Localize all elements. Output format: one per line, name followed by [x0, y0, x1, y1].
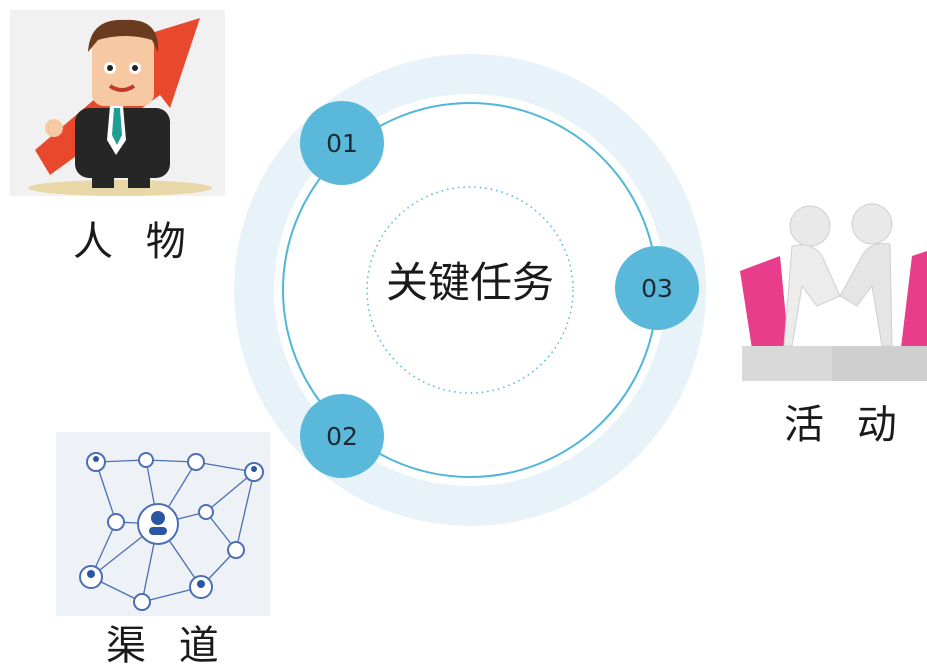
step-01-number: 01	[326, 128, 358, 158]
network-people-icon	[56, 432, 270, 616]
step-01-circle: 01	[300, 101, 384, 185]
item-label-person: 人 物	[73, 219, 196, 265]
handshake-laptops-icon	[722, 196, 927, 381]
businessman-arrow-icon	[10, 10, 225, 196]
step-03-circle: 03	[615, 246, 699, 330]
step-02-number: 02	[326, 421, 358, 451]
dotted-center-circle	[366, 186, 574, 394]
item-label-channel: 渠 道	[106, 623, 229, 669]
center-title: 关键任务	[385, 258, 554, 307]
item-label-activity: 活 动	[784, 402, 907, 448]
step-02-circle: 02	[300, 394, 384, 478]
step-03-number: 03	[641, 273, 673, 303]
